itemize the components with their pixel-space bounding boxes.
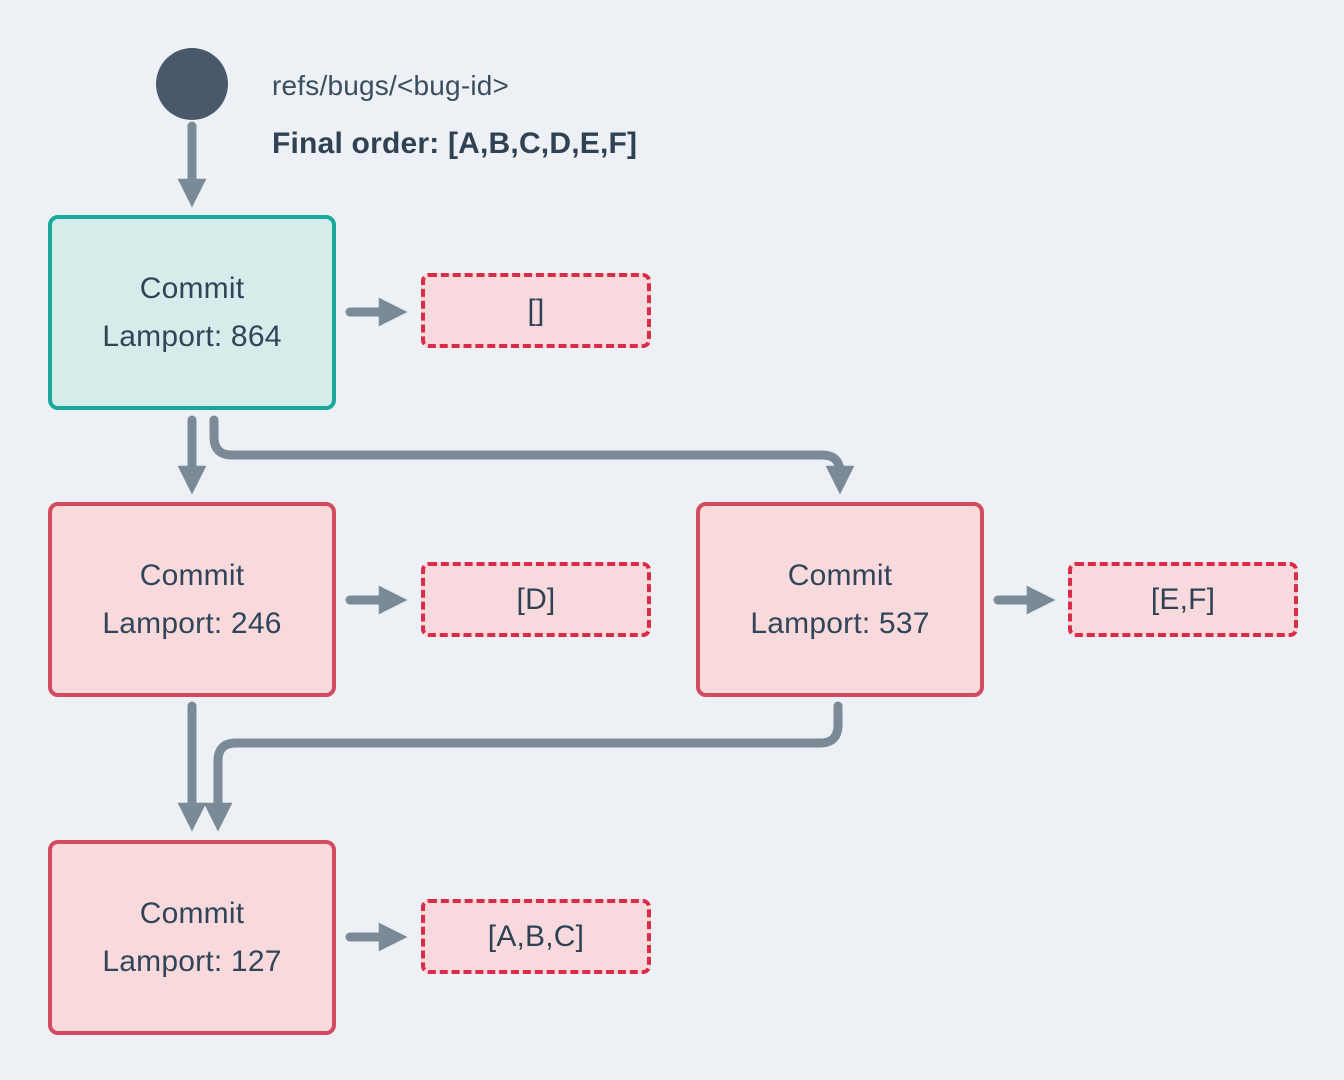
branch-ref-node	[156, 48, 228, 120]
commit-lamport-label: Lamport: 537	[750, 606, 930, 640]
commit-node-lamport-864: Commit Lamport: 864	[48, 215, 336, 410]
commit-title: Commit	[139, 896, 245, 930]
commit-title: Commit	[139, 558, 245, 592]
branch-ref-label: refs/bugs/<bug-id>	[272, 70, 510, 101]
commit-node-lamport-246: Commit Lamport: 246	[48, 502, 336, 697]
arrow-commit-537-to-commit-127	[203, 701, 843, 832]
ops-list-commit-537: [E,F]	[1068, 562, 1298, 637]
commit-title: Commit	[787, 558, 893, 592]
arrow-commit-864-to-commit-537	[209, 415, 855, 495]
commit-lamport-label: Lamport: 864	[102, 319, 282, 353]
commit-node-lamport-537: Commit Lamport: 537	[696, 502, 984, 697]
commit-lamport-label: Lamport: 246	[102, 606, 282, 640]
ops-list-commit-246: [D]	[421, 562, 651, 637]
ops-list-commit-127: [A,B,C]	[421, 899, 651, 974]
commit-node-lamport-127: Commit Lamport: 127	[48, 840, 336, 1035]
commit-title: Commit	[139, 271, 245, 305]
final-order-label: Final order: [A,B,C,D,E,F]	[272, 127, 638, 160]
ops-list-commit-864: []	[421, 273, 651, 348]
commit-lamport-label: Lamport: 127	[102, 944, 282, 978]
